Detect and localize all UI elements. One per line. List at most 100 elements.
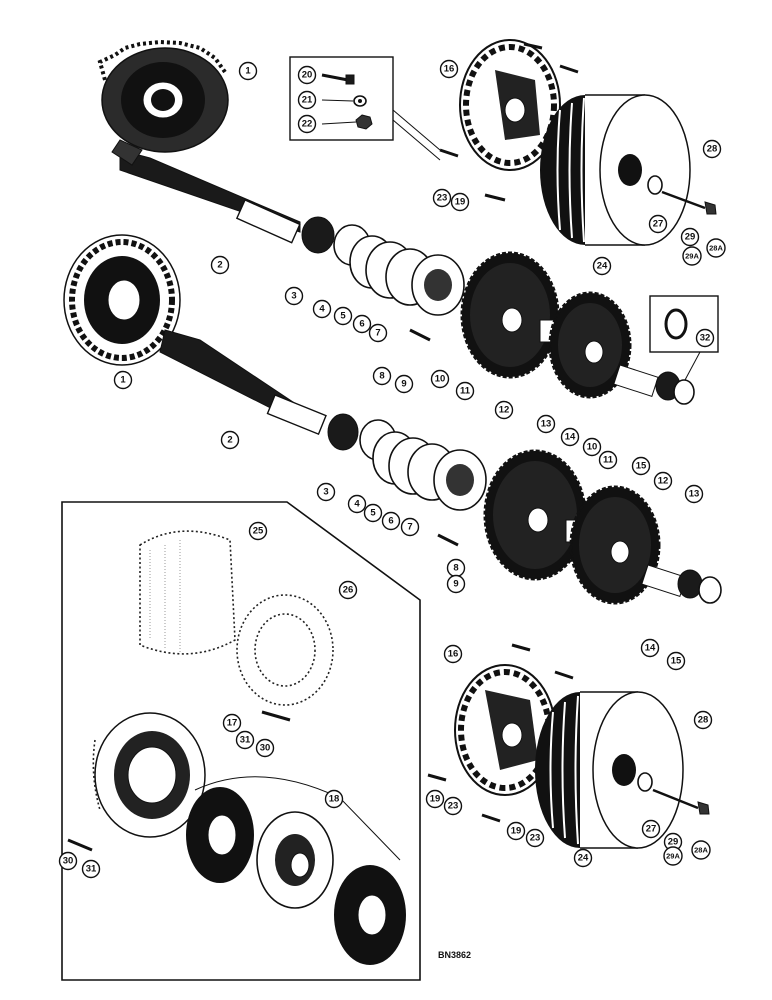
brake-disc-18-front [186,787,254,883]
kit-leader-line [392,109,441,151]
callout-number: 11 [460,386,471,397]
callout-c-2b: 2 [220,430,240,450]
callout-number: 29 [668,837,679,848]
spur-gear-lower-small [565,485,661,605]
callout-number: 13 [689,489,700,500]
bevel-ring-gear-upper [97,39,229,153]
callout-number: 8 [379,371,384,382]
callout-number: 9 [401,379,406,390]
callout-c-8a: 8 [372,366,392,386]
callout-number: 5 [340,311,346,322]
callout-c-12a: 12 [494,400,514,420]
callout-number: 25 [253,526,264,537]
callout-c-27b: 27 [641,819,661,839]
callout-number: 3 [323,487,328,498]
callout-c-31a: 31 [235,730,255,750]
callout-c-10b: 10 [582,437,602,457]
callout-c-17: 17 [222,713,242,733]
callout-number: 18 [329,794,340,805]
callout-c-29Aa: 29A [682,246,702,266]
callout-number: 28A [694,846,708,855]
callout-number: 9 [453,579,458,590]
callout-number: 21 [302,95,313,106]
callout-number: 16 [448,649,459,660]
callout-number: 10 [435,374,446,385]
inset-frame [61,501,421,981]
callout-c-20: 20 [297,65,317,85]
callout-c-3b: 3 [316,482,336,502]
housing-bolt-lower [67,838,93,852]
callout-number: 2 [217,260,222,271]
brake-housing-17 [92,712,206,838]
callout-c-4a: 4 [312,299,332,319]
callout-c-3a: 3 [284,286,304,306]
callout-c-1b: 1 [113,370,133,390]
callout-number: 27 [646,824,657,835]
callout-number: 31 [240,735,251,746]
callout-number: 12 [658,476,669,487]
callout-number: 6 [388,516,393,527]
callout-number: 15 [636,461,647,472]
callout-number: 11 [603,455,614,466]
callout-number: 14 [565,432,576,443]
callout-number: 2 [227,435,232,446]
brake-drum-lower [535,691,684,849]
callout-c-29Ab: 29A [663,846,683,866]
callout-number: 13 [541,419,552,430]
bolt-kit-frame [289,56,394,141]
backing-plate-bolt-3 [484,193,506,202]
callout-c-7b: 7 [400,517,420,537]
callout-c-28Aa: 28A [706,238,726,258]
callout-c-24b: 24 [573,848,593,868]
callout-number: 31 [86,864,97,875]
callout-number: 12 [499,405,510,416]
callout-c-26: 26 [338,580,358,600]
callout-number: 19 [455,197,466,208]
shim-stack-upper [349,235,465,316]
callout-c-1a: 1 [238,61,258,81]
callout-c-9b: 9 [446,574,466,594]
callout-number: 7 [375,328,380,339]
callout-c-12b: 12 [653,471,673,491]
callout-number: 28 [707,144,718,155]
axle-housing-outline-25 [139,530,236,655]
callout-c-13b: 13 [684,484,704,504]
shaft-bearing-upper [613,364,695,405]
callout-number: 26 [343,585,354,596]
callout-c-16a: 16 [439,59,459,79]
callout-c-11a: 11 [455,381,475,401]
callout-c-16b: 16 [443,644,463,664]
callout-number: 27 [653,219,664,230]
callout-c-30a: 30 [255,738,275,758]
backing-plate-bolt-2 [559,64,579,74]
callout-number: 3 [291,291,296,302]
callout-number: 8 [453,563,458,574]
callout-c-21: 21 [297,90,317,110]
callout-c-15a: 15 [631,456,651,476]
retainer-bolt-lower [437,533,459,547]
callout-number: 19 [430,794,441,805]
callout-number: 17 [227,718,238,729]
callout-c-9a: 9 [394,374,414,394]
callout-c-30b: 30 [58,851,78,871]
backing-plate-bolt-1 [523,42,543,50]
pinion-shaft-lower [159,329,327,436]
callout-c-19c: 19 [506,821,526,841]
callout-number: 6 [359,319,364,330]
callout-c-23b: 23 [443,796,463,816]
callout-c-5b: 5 [363,503,383,523]
callout-c-25: 25 [248,521,268,541]
callout-c-18: 18 [324,789,344,809]
callout-c-29b: 29 [663,832,683,852]
brake-disc-18-rear [334,865,406,965]
callout-c-23a: 23 [432,188,452,208]
lower-plate-bolt-3 [427,773,447,782]
drawing-code-label: BN3862 [438,950,471,960]
housing-bolt-upper [261,710,291,722]
callout-number: 24 [578,853,589,864]
callout-number: 22 [302,119,313,130]
callout-c-6b: 6 [381,511,401,531]
callout-c-28b: 28 [693,710,713,730]
callout-number: 29 [685,232,696,243]
